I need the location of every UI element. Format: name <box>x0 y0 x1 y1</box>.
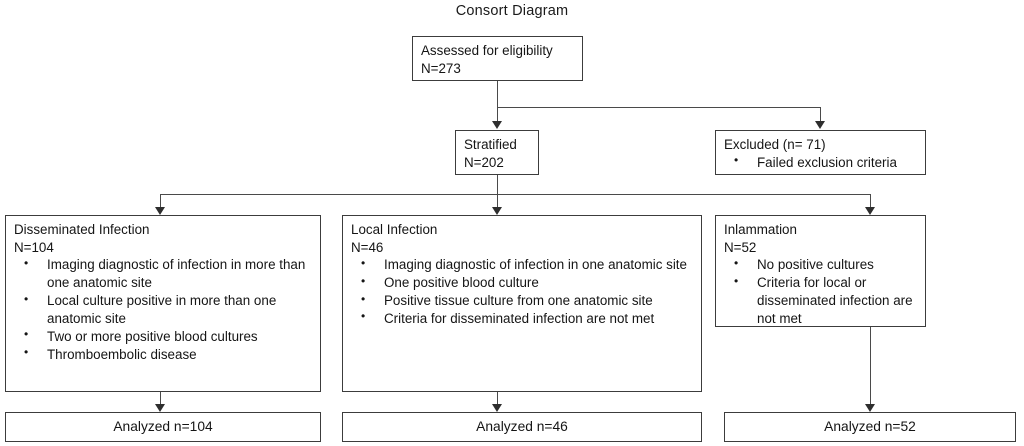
list-item: Failed exclusion criteria <box>724 153 917 172</box>
box-disseminated-infection: Disseminated Infection N=104 Imaging dia… <box>5 215 321 392</box>
connector-assessed-down <box>497 81 499 108</box>
page-title: Consort Diagram <box>455 3 569 19</box>
box-analyzed-local: Analyzed n=46 <box>342 412 702 442</box>
local-count: N=46 <box>351 239 384 255</box>
stratified-count: N=202 <box>464 154 504 170</box>
list-item: Positive tissue culture from one anatomi… <box>351 292 693 310</box>
connector-to-inflammation <box>870 194 872 208</box>
list-item: One positive blood culture <box>351 274 693 292</box>
list-item: Criteria for disseminated infection are … <box>351 309 693 328</box>
connector-local-to-analyzed <box>497 392 499 406</box>
box-inflammation: Inlammation N=52 No positive cultures Cr… <box>715 215 926 327</box>
box-local-infection: Local Infection N=46 Imaging diagnostic … <box>342 215 702 392</box>
disseminated-title: Disseminated Infection <box>14 222 150 237</box>
excluded-bullet-list: Failed exclusion criteria <box>724 153 917 172</box>
assessed-title: Assessed for eligibility <box>421 43 553 58</box>
analyzed-left-label: Analyzed n=104 <box>113 418 213 434</box>
list-item: Imaging diagnostic of infection in one a… <box>351 256 693 274</box>
disseminated-count: N=104 <box>14 239 54 255</box>
connector-inflammation-to-analyzed <box>870 327 872 406</box>
list-item: Criteria for local or disseminated infec… <box>724 274 917 327</box>
arrow-to-inflammation <box>865 207 875 215</box>
arrow-to-local <box>492 207 502 215</box>
box-excluded: Excluded (n= 71) Failed exclusion criter… <box>715 130 926 175</box>
arrow-to-excluded <box>815 121 825 129</box>
disseminated-bullet-list: Imaging diagnostic of infection in more … <box>14 256 312 363</box>
local-title: Local Infection <box>351 222 438 237</box>
connector-bus-level1 <box>497 107 821 109</box>
inflammation-title: Inlammation <box>724 222 797 237</box>
inflammation-bullet-list: No positive cultures Criteria for local … <box>724 256 917 327</box>
inflammation-count: N=52 <box>724 239 757 255</box>
list-item: Thromboembolic disease <box>14 345 312 364</box>
analyzed-right-label: Analyzed n=52 <box>824 418 916 434</box>
arrow-analyzed-mid <box>492 404 502 412</box>
list-item: Two or more positive blood cultures <box>14 327 312 346</box>
connector-bus-level2 <box>160 194 871 196</box>
assessed-count: N=273 <box>421 60 461 76</box>
arrow-to-stratified <box>492 121 502 129</box>
box-stratified: Stratified N=202 <box>455 130 539 175</box>
local-bullet-list: Imaging diagnostic of infection in one a… <box>351 256 693 327</box>
connector-to-stratified <box>497 107 499 122</box>
connector-to-excluded <box>820 107 822 122</box>
list-item: Imaging diagnostic of infection in more … <box>14 256 312 292</box>
connector-stratified-down <box>497 175 499 195</box>
arrow-analyzed-left <box>155 404 165 412</box>
connector-to-disseminated <box>160 194 162 208</box>
connector-to-local <box>497 194 499 208</box>
box-assessed-for-eligibility: Assessed for eligibility N=273 <box>412 36 583 81</box>
box-analyzed-disseminated: Analyzed n=104 <box>5 412 321 442</box>
list-item: No positive cultures <box>724 256 917 274</box>
arrow-analyzed-right <box>865 404 875 412</box>
connector-disseminated-to-analyzed <box>160 392 162 406</box>
box-analyzed-inflammation: Analyzed n=52 <box>724 412 1016 442</box>
excluded-title: Excluded (n= 71) <box>724 137 826 152</box>
list-item: Local culture positive in more than one … <box>14 292 312 328</box>
stratified-title: Stratified <box>464 137 517 152</box>
arrow-to-disseminated <box>155 207 165 215</box>
analyzed-mid-label: Analyzed n=46 <box>476 418 568 434</box>
